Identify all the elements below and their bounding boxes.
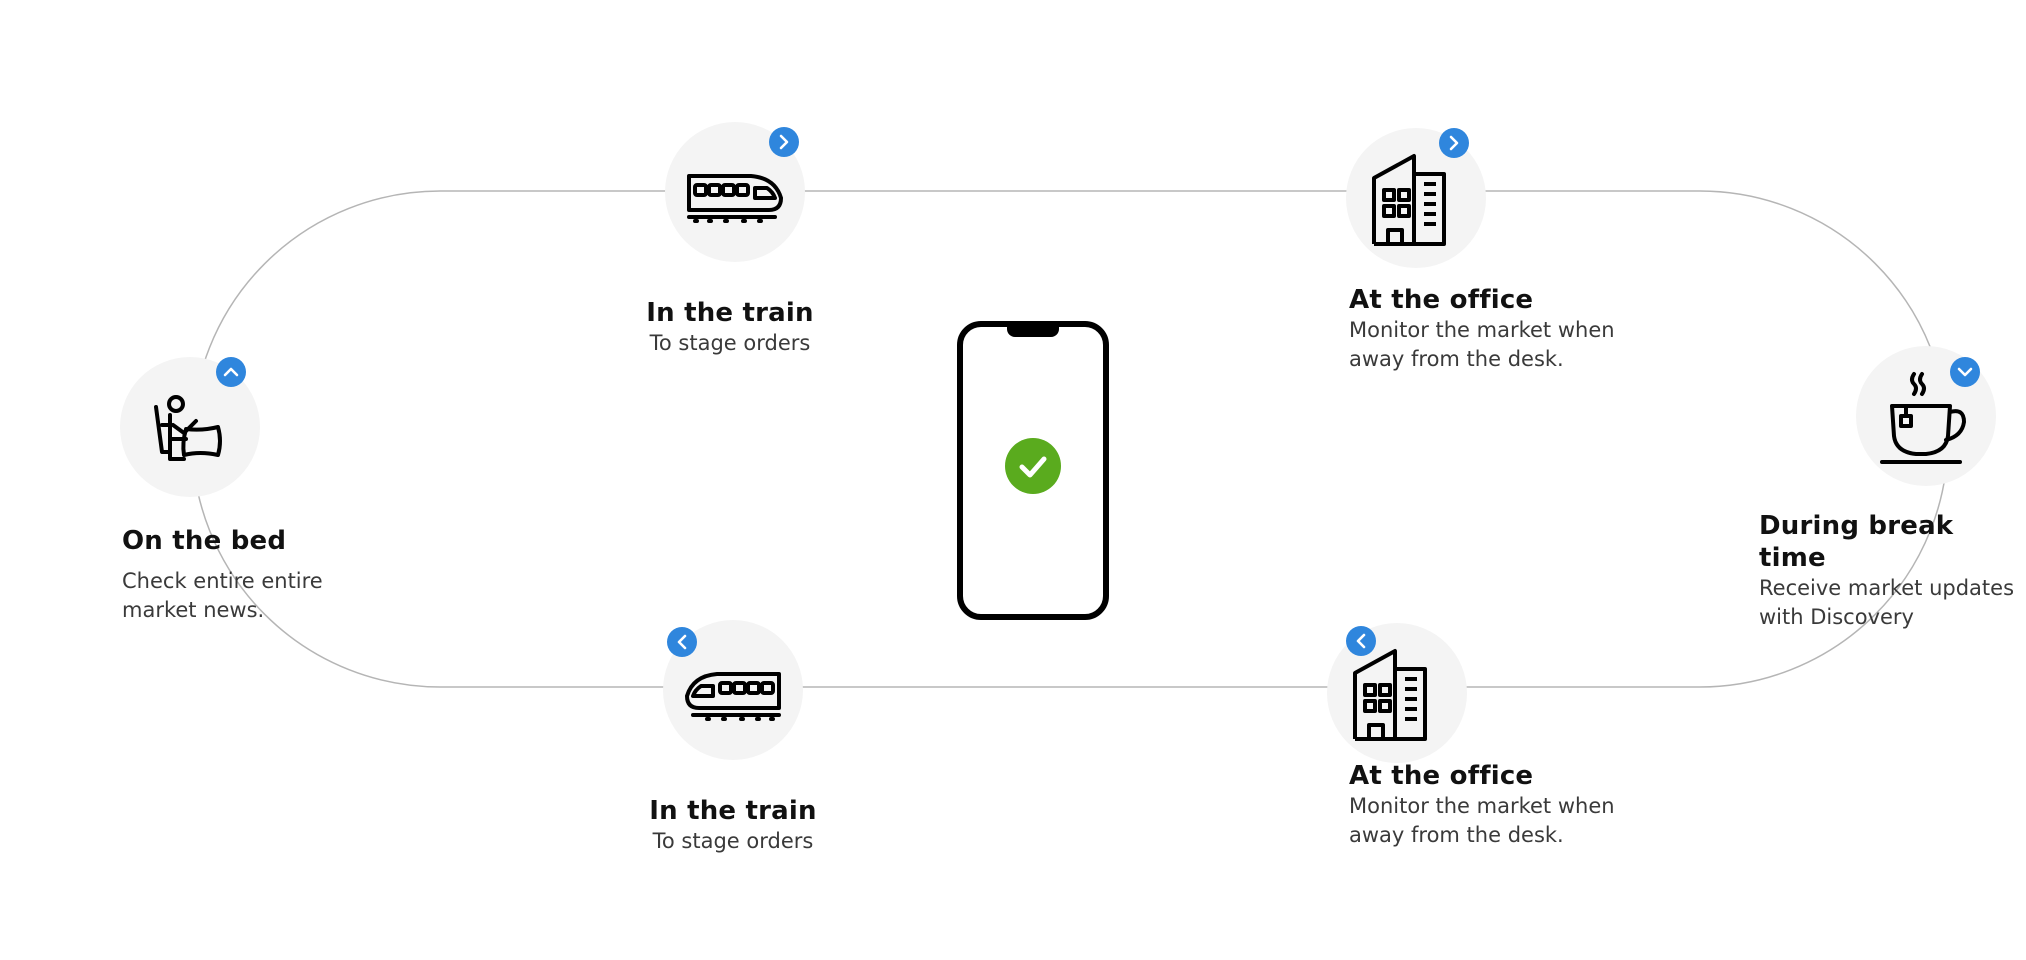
chevron-right-badge[interactable] bbox=[1439, 128, 1469, 158]
train-icon bbox=[687, 174, 783, 223]
chevron-up-icon bbox=[223, 367, 239, 377]
station-desc: away from the desk. bbox=[1349, 347, 1564, 371]
label-break-time: During break time Receive market updates… bbox=[1759, 510, 2019, 632]
station-desc: with Discovery bbox=[1759, 605, 1914, 629]
bed-reading-icon bbox=[154, 395, 222, 461]
smartphone-icon bbox=[957, 321, 1109, 620]
chevron-left-icon bbox=[677, 634, 687, 650]
station-title: At the office bbox=[1349, 285, 1534, 315]
station-desc: market news. bbox=[122, 598, 265, 622]
chevron-right-badge[interactable] bbox=[769, 127, 799, 157]
station-desc: Receive market updates bbox=[1759, 576, 2015, 600]
station-title: At the office bbox=[1349, 761, 1534, 791]
station-desc: Monitor the market when bbox=[1349, 794, 1615, 818]
station-desc: To stage orders bbox=[649, 331, 811, 355]
chevron-left-badge[interactable] bbox=[667, 627, 697, 657]
chevron-right-icon bbox=[1449, 135, 1459, 151]
coffee-cup-icon bbox=[1880, 372, 1966, 464]
label-office-bottom: At the office Monitor the market when aw… bbox=[1349, 760, 1689, 850]
label-office-top: At the office Monitor the market when aw… bbox=[1349, 284, 1689, 374]
label-train-top: In the train To stage orders bbox=[580, 297, 880, 358]
station-train-bottom bbox=[663, 620, 803, 760]
chevron-down-badge[interactable] bbox=[1950, 357, 1980, 387]
check-circle-icon bbox=[1005, 438, 1061, 494]
station-desc: Monitor the market when bbox=[1349, 318, 1615, 342]
chevron-right-icon bbox=[779, 134, 789, 150]
station-desc: To stage orders bbox=[652, 829, 814, 853]
chevron-left-icon bbox=[1356, 633, 1366, 649]
station-desc: away from the desk. bbox=[1349, 823, 1564, 847]
office-building-icon bbox=[1372, 154, 1446, 246]
label-on-the-bed: On the bed Check entire entire market ne… bbox=[122, 525, 442, 625]
station-desc: Check entire entire bbox=[122, 569, 323, 593]
chevron-left-badge[interactable] bbox=[1346, 626, 1376, 656]
phone-notch bbox=[1007, 327, 1059, 337]
label-train-bottom: In the train To stage orders bbox=[583, 795, 883, 856]
chevron-down-icon bbox=[1957, 367, 1973, 377]
office-building-icon bbox=[1353, 649, 1427, 741]
station-title: During break time bbox=[1759, 511, 1954, 573]
station-title: On the bed bbox=[122, 526, 287, 556]
chevron-up-badge[interactable] bbox=[216, 357, 246, 387]
train-icon bbox=[685, 672, 781, 721]
station-title: In the train bbox=[649, 796, 817, 826]
station-title: In the train bbox=[646, 298, 814, 328]
